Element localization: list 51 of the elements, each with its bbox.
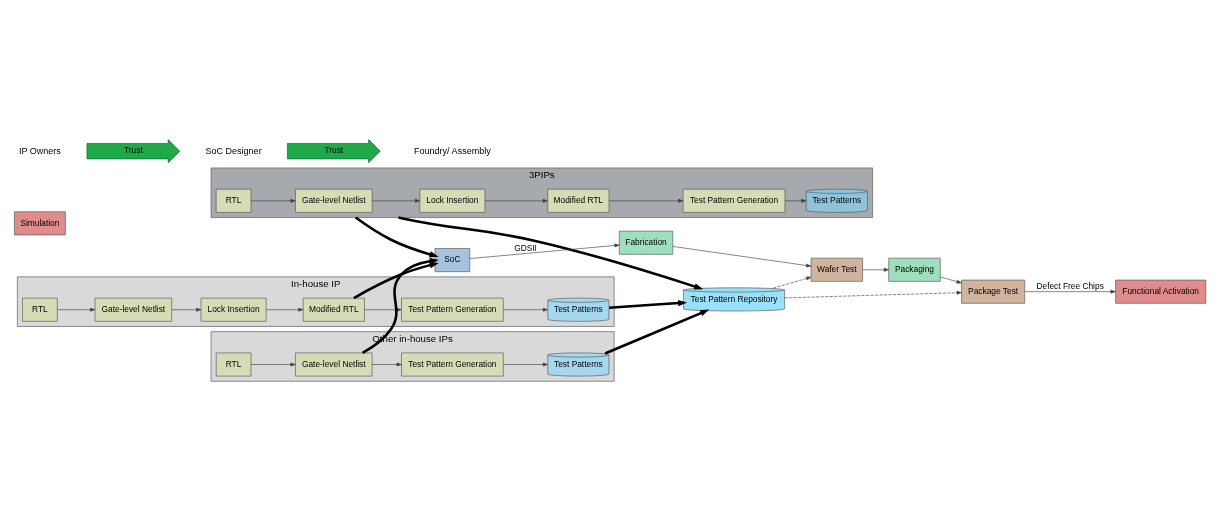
label: IP Owners: [18, 145, 61, 156]
arrow: [354, 216, 439, 257]
arrow: [250, 198, 296, 203]
node-box: Simulation: [14, 210, 66, 235]
node-box: Lock Insertion: [200, 297, 267, 322]
arrow: [772, 276, 812, 289]
arrow: [353, 261, 439, 299]
node-box: RTL: [22, 297, 58, 322]
node-box: Modified RTL: [547, 188, 610, 213]
node-box: Fabrication: [619, 230, 674, 255]
arrow: [862, 267, 889, 272]
arrow: [503, 362, 548, 366]
label: SoC Designer: [205, 145, 262, 156]
label: Foundry/ Assembly: [414, 145, 491, 156]
arrow: [1024, 289, 1116, 294]
node-box: Test Pattern Generation: [401, 297, 504, 322]
arrow: [250, 362, 296, 366]
node-box: Package Test: [961, 279, 1025, 304]
arrow: [364, 307, 402, 312]
edge-label: Defect Free Chips: [1036, 280, 1104, 291]
arrow: [608, 198, 684, 203]
arrow: [398, 215, 704, 289]
node-box: Wafer Test: [810, 257, 863, 282]
node-box: RTL: [215, 188, 252, 213]
node-box: Lock Insertion: [419, 188, 486, 213]
arrow: [171, 307, 202, 312]
arrow: [672, 245, 812, 267]
arrow: [371, 362, 402, 366]
node-box: Gate-level Netlist: [295, 188, 373, 213]
node-box: Test Pattern Generation: [682, 188, 786, 213]
node-box: Packaging: [888, 257, 941, 282]
arrow: [57, 307, 96, 312]
node-box: Gate-level Netlist: [295, 352, 373, 376]
arrow: [371, 198, 421, 203]
arrow: [940, 276, 962, 283]
arrow: [784, 198, 807, 203]
arrow: [469, 243, 620, 259]
arrow: [361, 257, 439, 354]
arrow: [784, 290, 962, 298]
node-box: RTL: [215, 352, 252, 376]
arrow: [604, 309, 710, 355]
arrow: [503, 307, 548, 312]
edge-label: GDSII: [514, 242, 537, 253]
arrow: [609, 299, 688, 309]
node-box: Functional Activation: [1115, 279, 1207, 304]
node-box: Modified RTL: [302, 297, 365, 322]
node-box: Gate-level Netlist: [94, 297, 173, 322]
arrow: [266, 307, 304, 312]
node-box: Test Pattern Generation: [401, 352, 504, 376]
arrow: [484, 198, 548, 203]
node-box: SoC: [434, 247, 471, 272]
